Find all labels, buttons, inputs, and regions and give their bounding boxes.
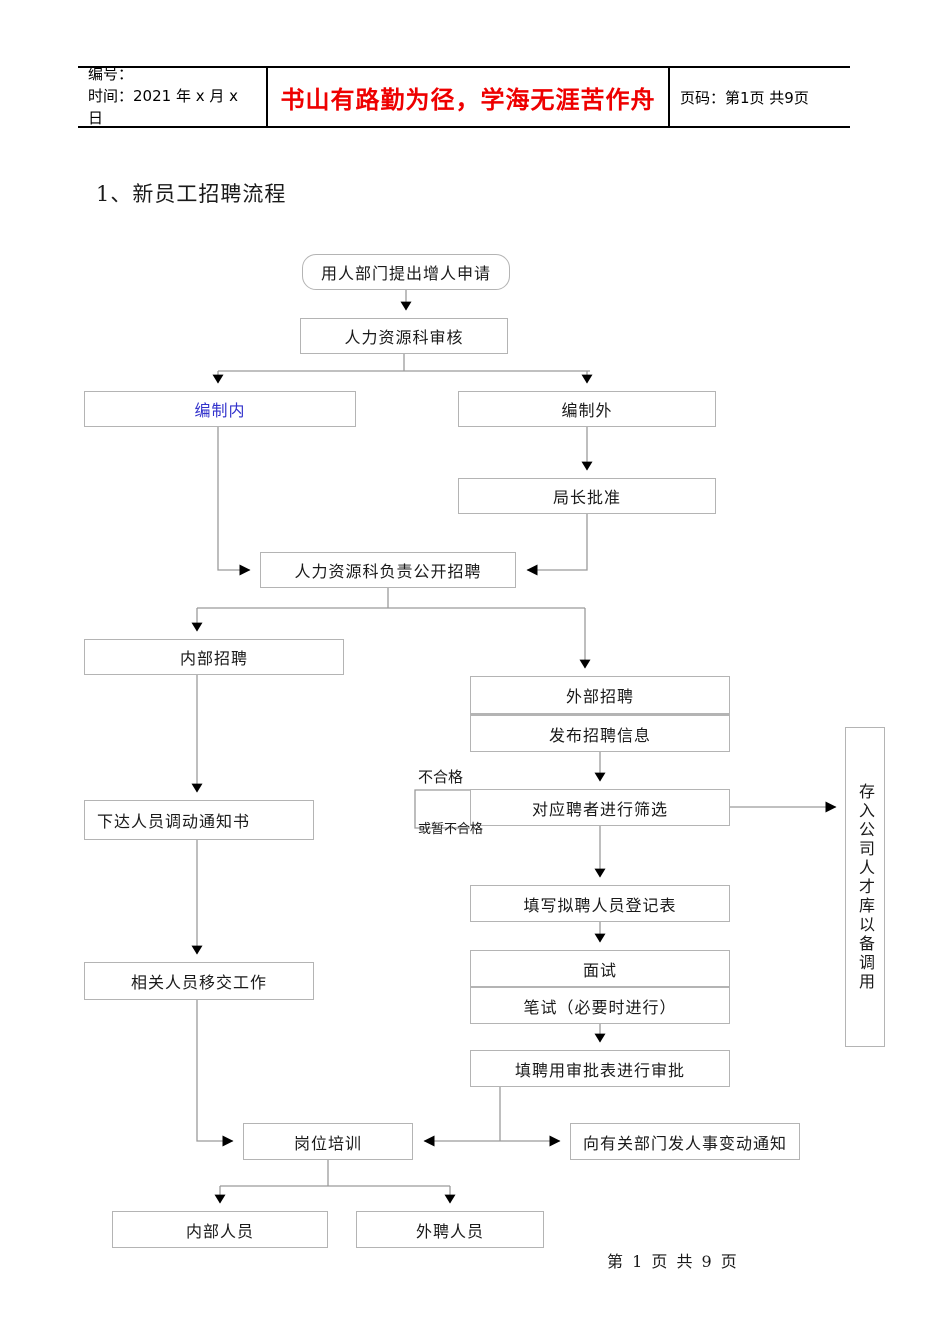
flow-node-label: 存入公司人才库以备调用 xyxy=(856,782,875,992)
flow-node-notify-departments[interactable]: 向有关部门发人事变动通知 xyxy=(570,1123,800,1160)
header-cell-motto: 书山有路勤为径，学海无涯苦作舟 xyxy=(268,68,670,126)
flow-node-label: 局长批准 xyxy=(552,488,621,507)
flow-node-label: 向有关部门发人事变动通知 xyxy=(582,1133,787,1153)
flow-node-label: 用人部门提出增人申请 xyxy=(320,264,491,283)
flow-node-within-staffing[interactable]: 编制内 xyxy=(84,391,356,427)
flow-node-label: 对应聘者进行筛选 xyxy=(531,799,668,819)
flow-node-label: 内部人员 xyxy=(185,1221,254,1241)
header-motto-text: 书山有路勤为径，学海无涯苦作舟 xyxy=(280,84,656,114)
page-footer: 第 1 页 共 9 页 xyxy=(607,1252,739,1271)
flow-node-label: 外聘人员 xyxy=(415,1221,484,1241)
flow-node-label: 编制外 xyxy=(561,401,613,420)
flow-node-hiring-request[interactable]: 用人部门提出增人申请 xyxy=(302,254,510,290)
header-time-label: 时间：2021 年 x 月 x 日 xyxy=(88,87,239,127)
flow-node-publish-job-info[interactable]: 发布招聘信息 xyxy=(470,714,730,752)
flow-node-label: 岗位培训 xyxy=(293,1133,362,1153)
header-page-label: 页码：第1页 共9页 xyxy=(680,88,809,107)
page-title: 1、新员工招聘流程 xyxy=(96,182,287,206)
flow-node-approval-form[interactable]: 填聘用审批表进行审批 xyxy=(470,1050,730,1087)
flow-node-external-hire[interactable]: 外聘人员 xyxy=(356,1211,544,1248)
flow-node-internal-staff[interactable]: 内部人员 xyxy=(112,1211,328,1248)
flow-node-label: 人力资源科负责公开招聘 xyxy=(294,562,482,581)
flow-node-label: 下达人员调动通知书 xyxy=(97,812,251,831)
header-cell-page: 页码：第1页 共9页 xyxy=(670,68,850,126)
flow-node-label: 内部招聘 xyxy=(179,649,248,668)
flow-node-hr-public-recruitment[interactable]: 人力资源科负责公开招聘 xyxy=(260,552,516,588)
document-header-table: 编号： 时间：2021 年 x 月 x 日 书山有路勤为径，学海无涯苦作舟 页码… xyxy=(78,65,850,128)
edge-label-text: 或暂不合格 xyxy=(418,822,484,837)
flow-node-job-training[interactable]: 岗位培训 xyxy=(243,1123,413,1160)
flow-node-fill-candidate-form[interactable]: 填写拟聘人员登记表 xyxy=(470,885,730,922)
flow-node-external-recruitment[interactable]: 外部招聘 xyxy=(470,676,730,714)
flow-node-director-approval[interactable]: 局长批准 xyxy=(458,478,716,514)
flow-node-handover-work[interactable]: 相关人员移交工作 xyxy=(84,962,314,1000)
header-cell-code-time: 编号： 时间：2021 年 x 月 x 日 xyxy=(78,65,268,127)
flow-node-label: 面试 xyxy=(582,960,617,980)
flow-node-label: 人力资源科审核 xyxy=(344,328,464,347)
flow-node-label: 相关人员移交工作 xyxy=(130,973,267,992)
flow-node-label: 填聘用审批表进行审批 xyxy=(514,1060,685,1080)
flow-node-outside-staffing[interactable]: 编制外 xyxy=(458,391,716,427)
flow-node-hr-review[interactable]: 人力资源科审核 xyxy=(300,318,508,354)
flow-node-label: 发布招聘信息 xyxy=(548,725,651,745)
edge-label-text: 不合格 xyxy=(418,768,464,786)
flow-node-label: 填写拟聘人员登记表 xyxy=(523,895,677,915)
flow-node-label: 外部招聘 xyxy=(565,687,634,706)
flow-node-talent-pool-archive[interactable]: 存入公司人才库以备调用 xyxy=(845,727,885,1047)
edge-label-temporarily-unqualified: 或暂不合格 xyxy=(418,818,483,837)
edge-label-unqualified: 不合格 xyxy=(418,766,463,787)
header-code-label: 编号： xyxy=(88,65,134,84)
flow-node-screen-applicants[interactable]: 对应聘者进行筛选 xyxy=(470,789,730,826)
flow-node-issue-transfer-notice[interactable]: 下达人员调动通知书 xyxy=(84,800,314,840)
flow-node-internal-recruitment[interactable]: 内部招聘 xyxy=(84,639,344,675)
flow-node-written-test[interactable]: 笔试（必要时进行） xyxy=(470,987,730,1024)
flow-node-interview[interactable]: 面试 xyxy=(470,950,730,987)
flow-node-label: 编制内 xyxy=(194,401,246,420)
flow-node-label: 笔试（必要时进行） xyxy=(523,997,677,1017)
